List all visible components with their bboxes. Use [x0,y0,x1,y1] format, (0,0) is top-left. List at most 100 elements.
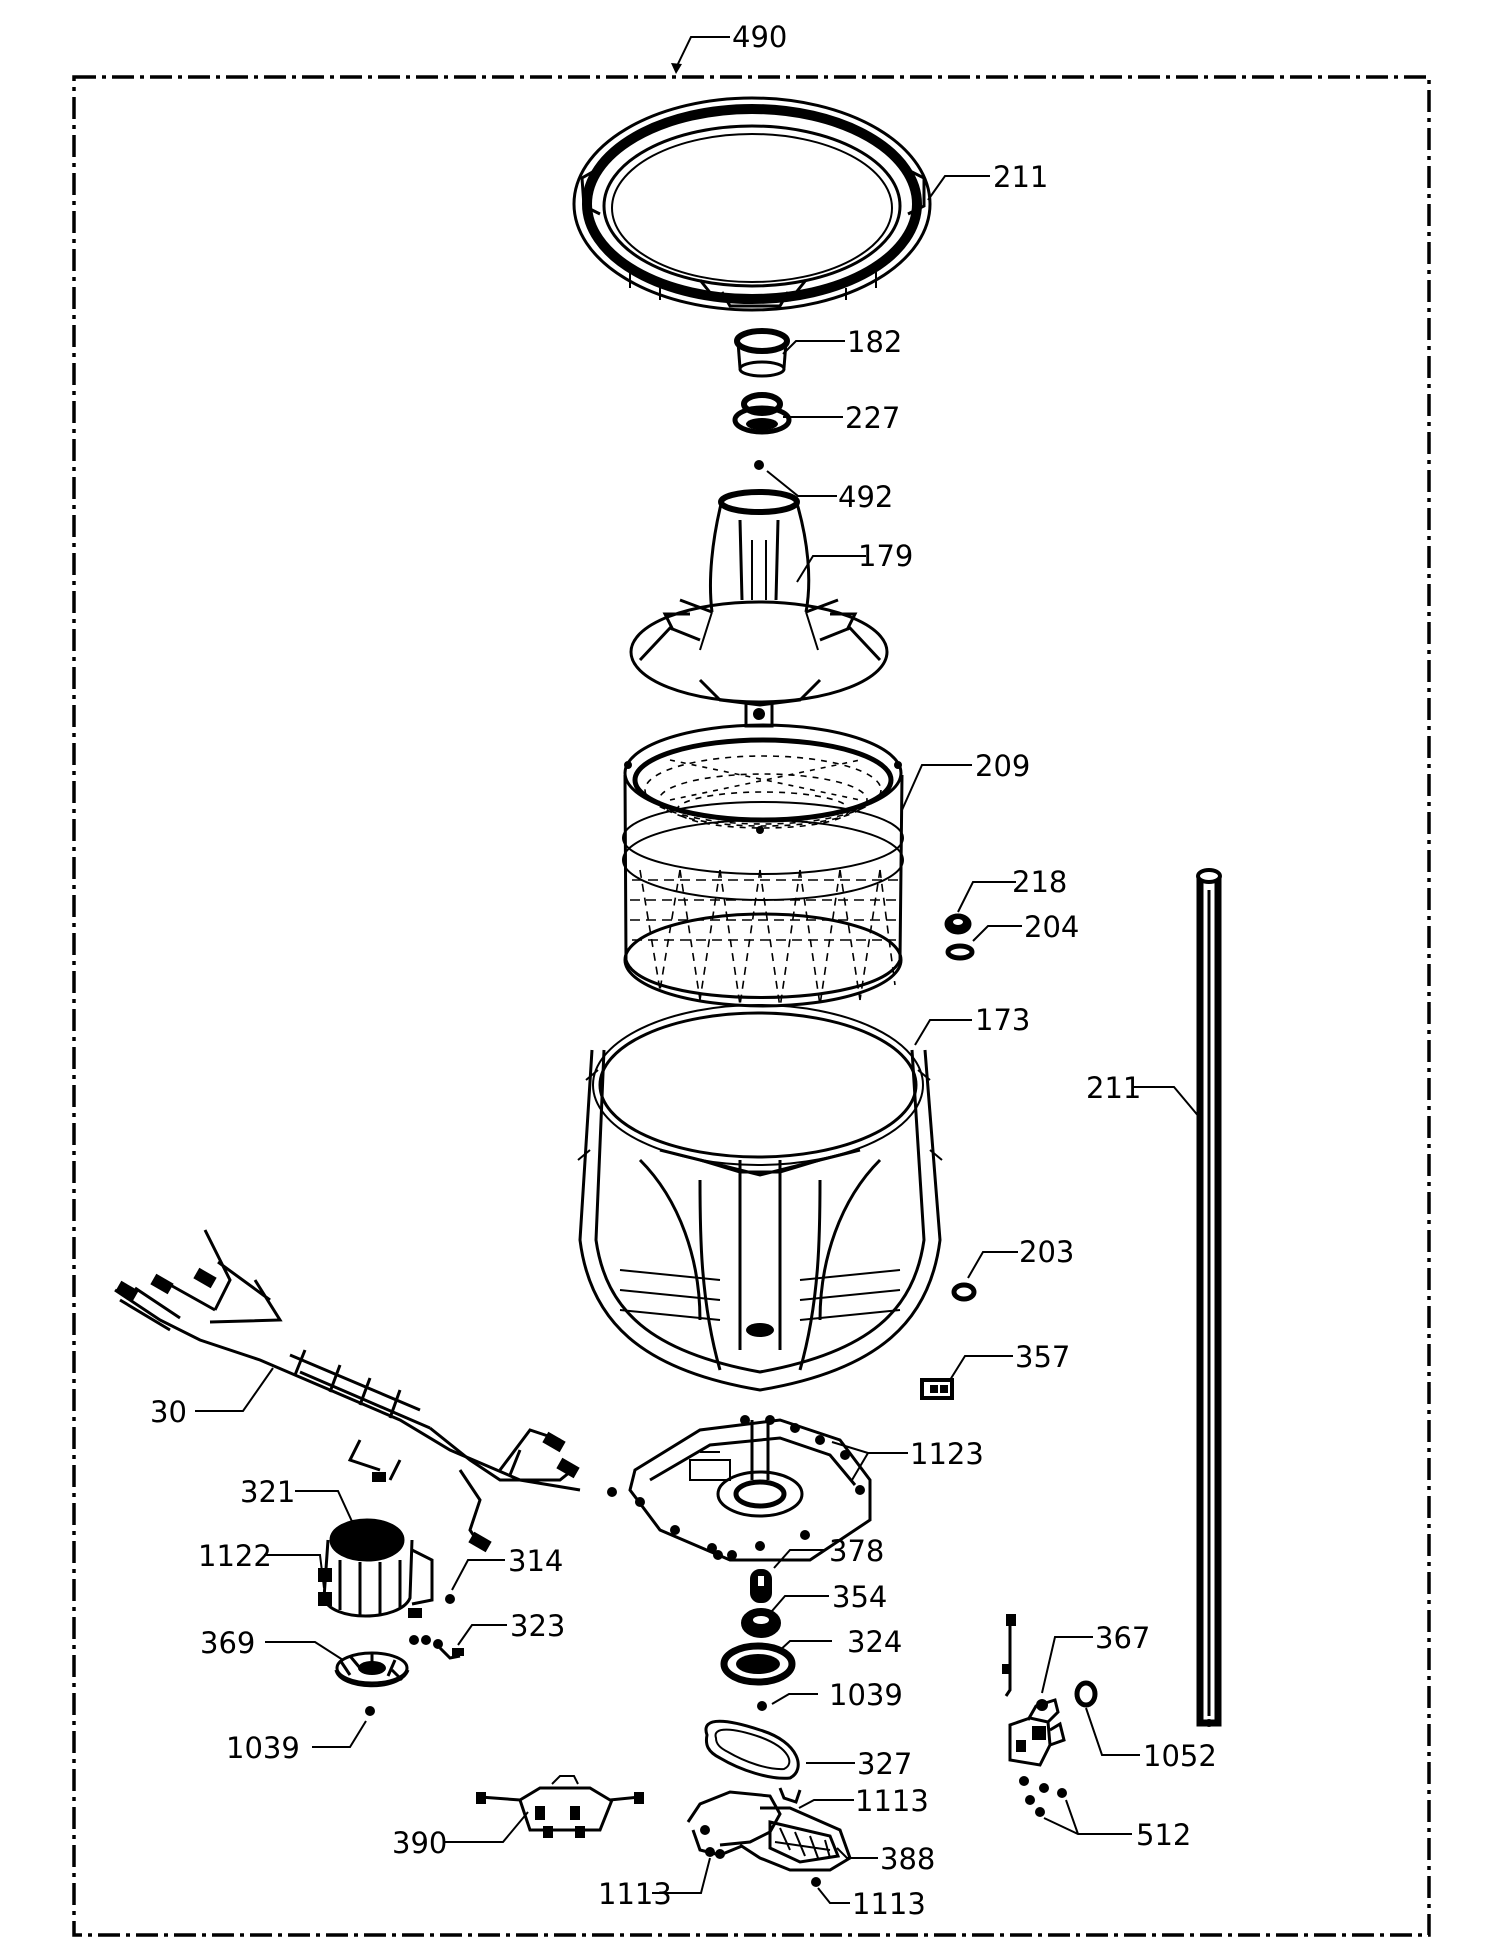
leader-1113-a [798,1799,854,1809]
leader-324 [777,1640,832,1653]
part-173 [577,1004,943,1392]
leader-1039-b [312,1720,367,1748]
part-327-belt [704,1719,800,1780]
callout-367: 367 [1095,1621,1150,1655]
callout-1113-left: 1113 [598,1877,672,1911]
callout-1039-center: 1039 [829,1678,903,1712]
part-182 [734,328,790,378]
callout-390: 390 [392,1826,447,1860]
part-369 [334,1651,410,1688]
callout-1113-upper: 1113 [855,1784,929,1818]
callout-1113-right: 1113 [852,1887,926,1921]
part-1113-b [705,1847,715,1857]
callout-173: 173 [975,1003,1030,1037]
callout-30: 30 [150,1395,187,1429]
leader-1123-b [851,1452,869,1481]
leader-30 [195,1367,274,1412]
callout-218: 218 [1012,865,1067,899]
part-378 [750,1569,772,1603]
callout-1123: 1123 [910,1437,984,1471]
part-390 [476,1775,644,1838]
leader-1039-a [771,1693,818,1705]
leader-182 [782,340,845,355]
callout-314: 314 [508,1544,563,1578]
part-204 [945,943,975,961]
leader-512-b [1065,1799,1079,1835]
part-179 [629,489,889,728]
leader-209 [901,764,972,811]
part-1052 [1074,1680,1098,1708]
callout-1039-left: 1039 [226,1731,300,1765]
leader-367 [1041,1636,1093,1694]
leader-1113-b [652,1857,711,1894]
leader-490 [675,36,730,69]
leader-218 [957,881,1016,913]
leader-492 [766,470,837,497]
part-321-motor [318,1518,434,1618]
callout-209: 209 [975,749,1030,783]
callout-1122: 1122 [198,1539,272,1573]
callout-179: 179 [858,539,913,573]
callout-324: 324 [847,1625,902,1659]
part-211-ring [572,96,932,312]
leader-211-ring [927,175,990,201]
part-1113-c [811,1877,821,1887]
leader-378 [773,1549,826,1569]
callout-323: 323 [510,1609,565,1643]
callout-512: 512 [1136,1818,1191,1852]
leader-323 [457,1624,507,1646]
part-354 [741,1608,781,1638]
arrow-490 [671,63,682,74]
callout-490: 490 [732,20,787,54]
leader-203 [967,1251,1018,1279]
part-211-rod [1196,868,1222,1727]
callout-357: 357 [1015,1340,1070,1374]
leader-314 [451,1559,505,1591]
callout-211-rod: 211 [1086,1071,1141,1105]
part-30-harness [114,1229,581,1553]
callout-492: 492 [838,480,893,514]
part-314 [445,1594,455,1604]
leader-388 [836,1847,878,1859]
callout-327: 327 [857,1747,912,1781]
part-1123-housing [607,1415,872,1562]
part-209 [622,723,904,1009]
leader-173 [914,1019,972,1046]
callout-321: 321 [240,1475,295,1509]
part-227 [732,392,792,435]
leader-204 [972,925,1022,942]
leader-390 [443,1811,529,1843]
part-1039-a [757,1701,767,1711]
leader-512-a [1043,1817,1132,1835]
callout-227: 227 [845,401,900,435]
part-218 [944,913,972,935]
callout-378: 378 [829,1534,884,1568]
part-512 [1019,1776,1067,1817]
callout-1052: 1052 [1143,1739,1217,1773]
part-492 [754,460,764,470]
callout-182: 182 [847,325,902,359]
leader-1052 [1085,1707,1140,1756]
part-323 [409,1635,464,1660]
callout-203: 203 [1019,1235,1074,1269]
assembly-frame [72,75,1431,1937]
leader-321 [295,1490,356,1529]
callout-211-ring: 211 [993,160,1048,194]
leader-354 [771,1595,829,1612]
leader-369 [265,1641,344,1661]
leader-1122 [264,1554,325,1589]
part-203 [951,1282,977,1302]
leader-179 [796,555,866,583]
leader-357 [949,1355,1013,1381]
callout-388: 388 [880,1842,935,1876]
part-357 [920,1378,954,1400]
part-324 [720,1642,796,1686]
callout-369: 369 [200,1626,255,1660]
leader-211-rod [1133,1086,1201,1119]
part-1039-b [365,1706,375,1716]
callout-204: 204 [1024,910,1079,944]
part-367 [1002,1614,1066,1767]
leader-1113-c [817,1887,850,1904]
